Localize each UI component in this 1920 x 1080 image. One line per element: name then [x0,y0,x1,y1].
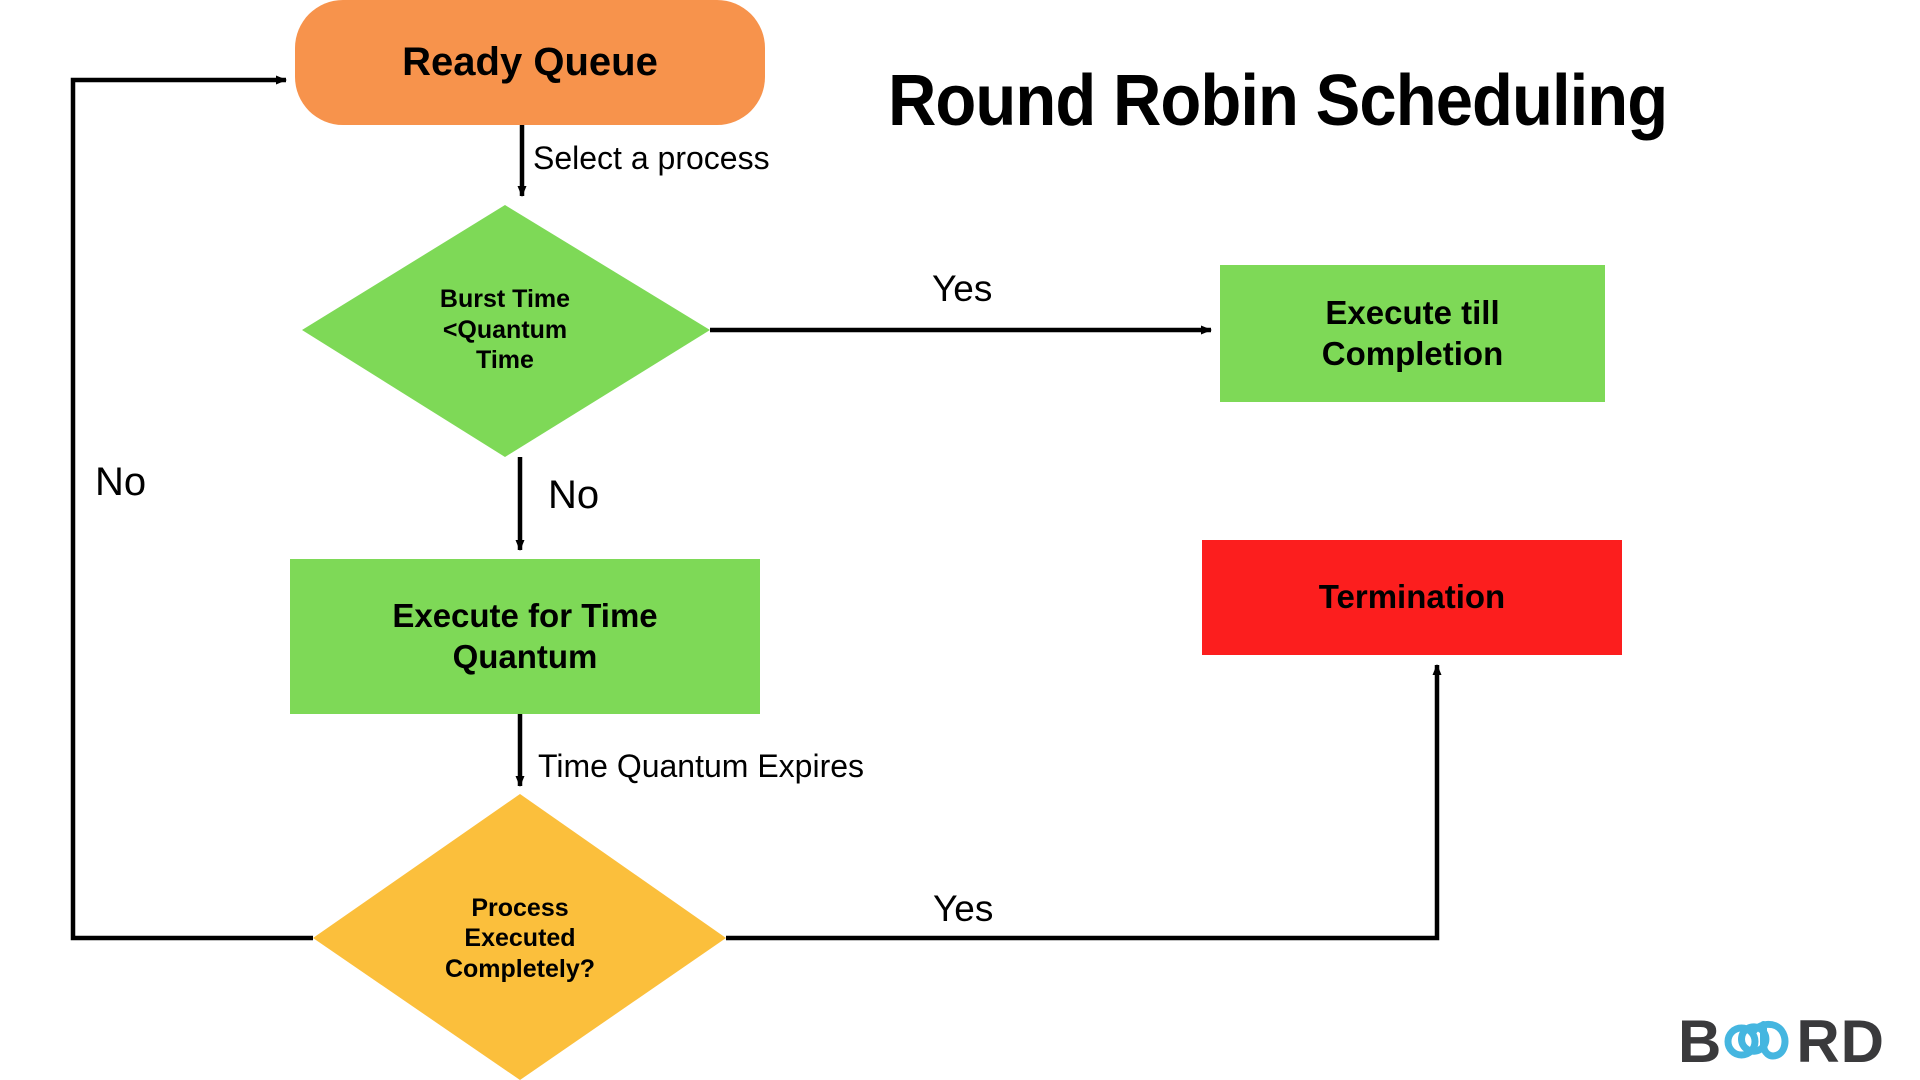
node-execute-till-completion[interactable] [1220,265,1605,402]
node-ready-queue[interactable] [295,0,765,125]
board-logo-prefix: B [1678,1008,1723,1075]
node-execute-for-time-quantum[interactable] [290,559,760,714]
board-logo-suffix: RD [1796,1008,1886,1075]
node-burst-decision[interactable] [302,205,710,457]
board-logo: B RD [1678,1012,1885,1072]
board-logo-infinity-icon [1723,1016,1795,1062]
node-termination[interactable] [1202,540,1622,655]
page-title: Round Robin Scheduling [888,61,1668,141]
node-process-decision[interactable] [313,794,726,1080]
edge-process-decision-to-termination [726,664,1442,941]
edge-process-decision-to-ready-queue [70,75,313,941]
